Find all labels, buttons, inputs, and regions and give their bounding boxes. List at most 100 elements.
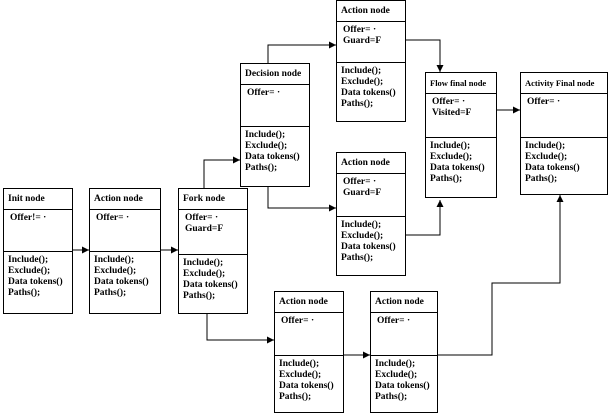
node-operation: Exclude(); bbox=[341, 231, 384, 241]
node-operation: Include(); bbox=[94, 255, 135, 265]
node-operation: Include(); bbox=[430, 141, 471, 151]
edge-top-action-to-flow-final bbox=[406, 39, 444, 72]
node-title: Action node bbox=[90, 189, 160, 210]
node-operation: Paths(); bbox=[94, 288, 127, 298]
node-attributes: Offer= · Visited=F bbox=[426, 94, 496, 138]
node-operation: Data tokens() bbox=[245, 152, 300, 162]
action-node-middle: Action node Offer= · Guard=F Include(); … bbox=[336, 152, 406, 276]
node-operation: Paths(); bbox=[341, 99, 374, 109]
node-operation: Include(); bbox=[183, 258, 224, 268]
node-attributes: Offer= · Guard=F bbox=[337, 174, 405, 217]
flow-final-node: Flow final node Offer= · Visited=F Inclu… bbox=[425, 72, 497, 198]
node-operation: Data tokens() bbox=[8, 277, 63, 287]
node-attribute: Offer= · bbox=[185, 213, 219, 223]
node-title: Fork node bbox=[179, 189, 247, 210]
node-operation: Exclude(); bbox=[94, 266, 137, 276]
node-title: Init node bbox=[4, 189, 72, 210]
edge-decision-to-middle-action bbox=[267, 185, 336, 212]
node-attribute: Visited=F bbox=[432, 108, 472, 118]
edge-middle-action-to-flow-final bbox=[406, 200, 444, 236]
node-attribute: Guard=F bbox=[343, 188, 382, 198]
init-node: Init node Offer!= · Include(); Exclude()… bbox=[3, 188, 73, 314]
node-operations: Include(); Exclude(); Data tokens() Path… bbox=[371, 356, 437, 403]
node-operation: Data tokens() bbox=[341, 242, 396, 252]
node-operation: Data tokens() bbox=[341, 88, 396, 98]
node-operation: Include(); bbox=[341, 66, 382, 76]
node-attributes: Offer= · bbox=[90, 210, 160, 252]
node-operation: Exclude(); bbox=[525, 152, 568, 162]
node-operations: Include(); Exclude(); Data tokens() Path… bbox=[90, 252, 160, 299]
node-operation: Include(); bbox=[8, 255, 49, 265]
node-attributes: Offer= · bbox=[371, 313, 437, 356]
action-node-bottom-2: Action node Offer= · Include(); Exclude(… bbox=[370, 291, 438, 413]
node-title: Activity Final node bbox=[521, 73, 607, 94]
node-attribute: Offer!= · bbox=[10, 213, 47, 223]
node-operation: Data tokens() bbox=[279, 381, 334, 391]
node-operation: Exclude(); bbox=[279, 370, 322, 380]
edge-fork-to-decision bbox=[203, 156, 240, 188]
node-operation: Exclude(); bbox=[183, 269, 226, 279]
node-attribute: Guard=F bbox=[343, 36, 382, 46]
node-title: Action node bbox=[337, 1, 405, 22]
node-attribute: Offer= · bbox=[281, 316, 315, 326]
node-attribute: Offer= · bbox=[377, 316, 411, 326]
edge-bottom-action-to-activity-final bbox=[438, 195, 564, 356]
node-operation: Paths(); bbox=[8, 288, 41, 298]
node-operation: Exclude(); bbox=[8, 266, 51, 276]
node-operation: Paths(); bbox=[375, 392, 408, 402]
node-attributes: Offer!= · bbox=[4, 210, 72, 252]
node-operation: Include(); bbox=[341, 220, 382, 230]
node-title: Decision node bbox=[241, 64, 309, 85]
node-operations: Include(); Exclude(); Data tokens() Path… bbox=[4, 252, 72, 299]
node-operation: Data tokens() bbox=[525, 163, 580, 173]
node-operation: Exclude(); bbox=[341, 77, 384, 87]
node-operation: Include(); bbox=[525, 141, 566, 151]
node-operation: Data tokens() bbox=[183, 280, 238, 290]
node-operation: Include(); bbox=[245, 130, 286, 140]
node-attribute: Offer= · bbox=[343, 25, 377, 35]
node-operation: Paths(); bbox=[183, 291, 216, 301]
node-operation: Data tokens() bbox=[94, 277, 149, 287]
node-operation: Paths(); bbox=[279, 392, 312, 402]
node-title: Flow final node bbox=[426, 73, 496, 94]
node-operation: Exclude(); bbox=[245, 141, 288, 151]
node-attribute: Offer= · bbox=[432, 97, 466, 107]
node-operations: Include(); Exclude(); Data tokens() Path… bbox=[337, 217, 405, 264]
node-attribute: Offer= · bbox=[343, 177, 377, 187]
node-attribute: Guard=F bbox=[185, 224, 224, 234]
node-operation: Exclude(); bbox=[430, 152, 473, 162]
node-attributes: Offer= · bbox=[521, 94, 607, 138]
fork-node: Fork node Offer= · Guard=F Include(); Ex… bbox=[178, 188, 248, 314]
node-operation: Paths(); bbox=[341, 253, 374, 263]
node-title: Action node bbox=[275, 292, 343, 313]
node-operation: Paths(); bbox=[430, 174, 463, 184]
node-operations: Include(); Exclude(); Data tokens() Path… bbox=[179, 255, 247, 302]
edge-fork-to-bottom-action bbox=[206, 312, 274, 344]
node-operations: Include(); Exclude(); Data tokens() Path… bbox=[275, 356, 343, 403]
edge-decision-to-top-action bbox=[267, 41, 336, 64]
node-operations: Include(); Exclude(); Data tokens() Path… bbox=[337, 63, 405, 110]
node-operations: Include(); Exclude(); Data tokens() Path… bbox=[426, 138, 496, 185]
node-operation: Paths(); bbox=[245, 163, 278, 173]
node-operation: Include(); bbox=[375, 359, 416, 369]
node-attributes: Offer= · Guard=F bbox=[179, 210, 247, 255]
node-operation: Exclude(); bbox=[375, 370, 418, 380]
node-title: Action node bbox=[337, 153, 405, 174]
node-operation: Paths(); bbox=[525, 174, 558, 184]
activity-final-node: Activity Final node Offer= · Include(); … bbox=[520, 72, 608, 195]
node-operation: Data tokens() bbox=[430, 163, 485, 173]
node-attributes: Offer= · Guard=F bbox=[337, 22, 405, 63]
node-operations: Include(); Exclude(); Data tokens() Path… bbox=[521, 138, 607, 185]
action-node-bottom-1: Action node Offer= · Include(); Exclude(… bbox=[274, 291, 344, 413]
node-attribute: Offer= · bbox=[527, 97, 561, 107]
action-node-top: Action node Offer= · Guard=F Include(); … bbox=[336, 0, 406, 122]
node-operations: Include(); Exclude(); Data tokens() Path… bbox=[241, 127, 309, 174]
node-attribute: Offer= · bbox=[96, 213, 130, 223]
node-attributes: Offer= · bbox=[275, 313, 343, 356]
node-title: Action node bbox=[371, 292, 437, 313]
action-node-1: Action node Offer= · Include(); Exclude(… bbox=[89, 188, 161, 314]
node-operation: Data tokens() bbox=[375, 381, 430, 391]
node-attribute: Offer= · bbox=[247, 88, 281, 98]
node-attributes: Offer= · bbox=[241, 85, 309, 127]
